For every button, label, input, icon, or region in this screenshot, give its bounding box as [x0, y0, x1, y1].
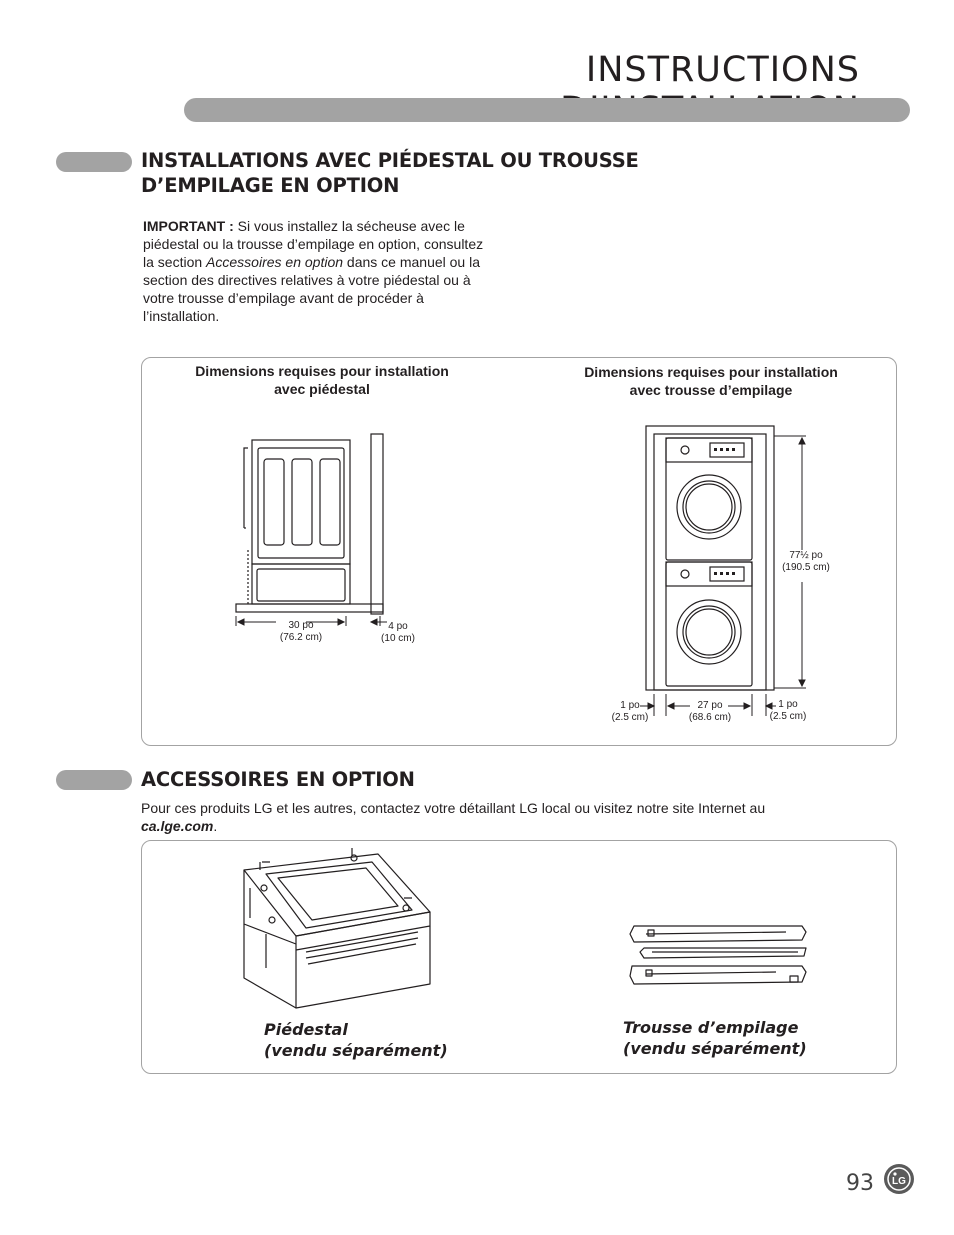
accessories-text-end: . — [213, 818, 218, 834]
lg-logo-icon: LG — [884, 1164, 914, 1194]
lg-logo-text: LG — [892, 1176, 906, 1187]
stacking-left-gap-label: 1 po (2.5 cm) — [606, 700, 654, 724]
important-label: IMPORTANT : — [143, 218, 234, 234]
pedestal-gap-label: 4 po (10 cm) — [376, 621, 420, 645]
pedestal-caption: Piédestal (vendu séparément) — [264, 1019, 448, 1061]
stacking-caption: Trousse d’empilage (vendu séparément) — [623, 1017, 807, 1059]
pedestal-width-metric: (76.2 cm) — [279, 632, 323, 643]
website-link[interactable]: ca.lge.com — [141, 818, 214, 834]
stacking-heading-line1: Dimensions requises pour installation — [584, 364, 838, 380]
pedestal-caption-line2: (vendu séparément) — [264, 1041, 448, 1060]
pedestal-caption-line1: Piédestal — [264, 1020, 348, 1039]
stacking-height-imperial: 77½ po — [789, 550, 823, 561]
stacking-dimensions-heading: Dimensions requises pour installation av… — [561, 363, 861, 399]
important-text-italic: Accessoires en option — [206, 254, 344, 270]
important-text-2: dans ce manuel ou la section des directi… — [143, 254, 480, 324]
stacking-width-metric: (68.6 cm) — [688, 712, 732, 723]
pedestal-illustration — [243, 848, 431, 1009]
pedestal-width-label: 30 po (76.2 cm) — [271, 620, 331, 644]
stacking-width-label: 27 po (68.6 cm) — [680, 700, 740, 724]
important-note: IMPORTANT : Si vous installez la sécheus… — [143, 217, 495, 325]
accessories-text: Pour ces produits LG et les autres, cont… — [141, 799, 781, 835]
pedestal-heading-line1: Dimensions requises pour installation — [195, 363, 449, 379]
stacking-kit-illustration — [629, 925, 807, 985]
title-bar — [184, 98, 910, 122]
accessories-text-main: Pour ces produits LG et les autres, cont… — [141, 800, 766, 816]
pedestal-heading-line2: avec piédestal — [274, 381, 370, 397]
pedestal-gap-imperial: 4 po — [388, 621, 408, 632]
stacking-heading-line2: avec trousse d’empilage — [629, 382, 793, 398]
left-gap-imperial: 1 po — [620, 700, 640, 711]
pedestal-dryer-diagram — [235, 433, 387, 626]
stacking-caption-line2: (vendu séparément) — [623, 1039, 807, 1058]
stacking-height-label: 77½ po (190.5 cm) — [776, 550, 836, 574]
stacking-height-metric: (190.5 cm) — [782, 562, 830, 573]
section-title-accessories: ACCESSOIRES EN OPTION — [141, 768, 415, 791]
section-title-installations: INSTALLATIONS AVEC PIÉDESTAL OU TROUSSE … — [141, 148, 639, 198]
stacking-right-gap-label: 1 po (2.5 cm) — [764, 699, 812, 723]
dimensions-box — [141, 357, 897, 746]
accessories-box — [141, 840, 897, 1074]
stacking-width-imperial: 27 po — [697, 700, 723, 711]
stacking-caption-line1: Trousse d’empilage — [623, 1018, 799, 1037]
section-marker — [56, 770, 132, 790]
section-title-line1: INSTALLATIONS AVEC PIÉDESTAL OU TROUSSE — [141, 149, 639, 172]
right-gap-metric: (2.5 cm) — [769, 711, 807, 722]
left-gap-metric: (2.5 cm) — [611, 712, 649, 723]
stacking-diagram — [640, 425, 806, 716]
right-gap-imperial: 1 po — [778, 699, 798, 710]
section-title-line2: D’EMPILAGE EN OPTION — [141, 174, 400, 197]
pedestal-dimensions-heading: Dimensions requises pour installation av… — [172, 362, 472, 398]
section-marker — [56, 152, 132, 172]
page-number: 93 — [846, 1171, 874, 1196]
important-text-1: Si vous installez la sécheuse avec le pi… — [143, 218, 484, 270]
pedestal-width-imperial: 30 po — [288, 620, 314, 631]
pedestal-gap-metric: (10 cm) — [381, 633, 415, 644]
